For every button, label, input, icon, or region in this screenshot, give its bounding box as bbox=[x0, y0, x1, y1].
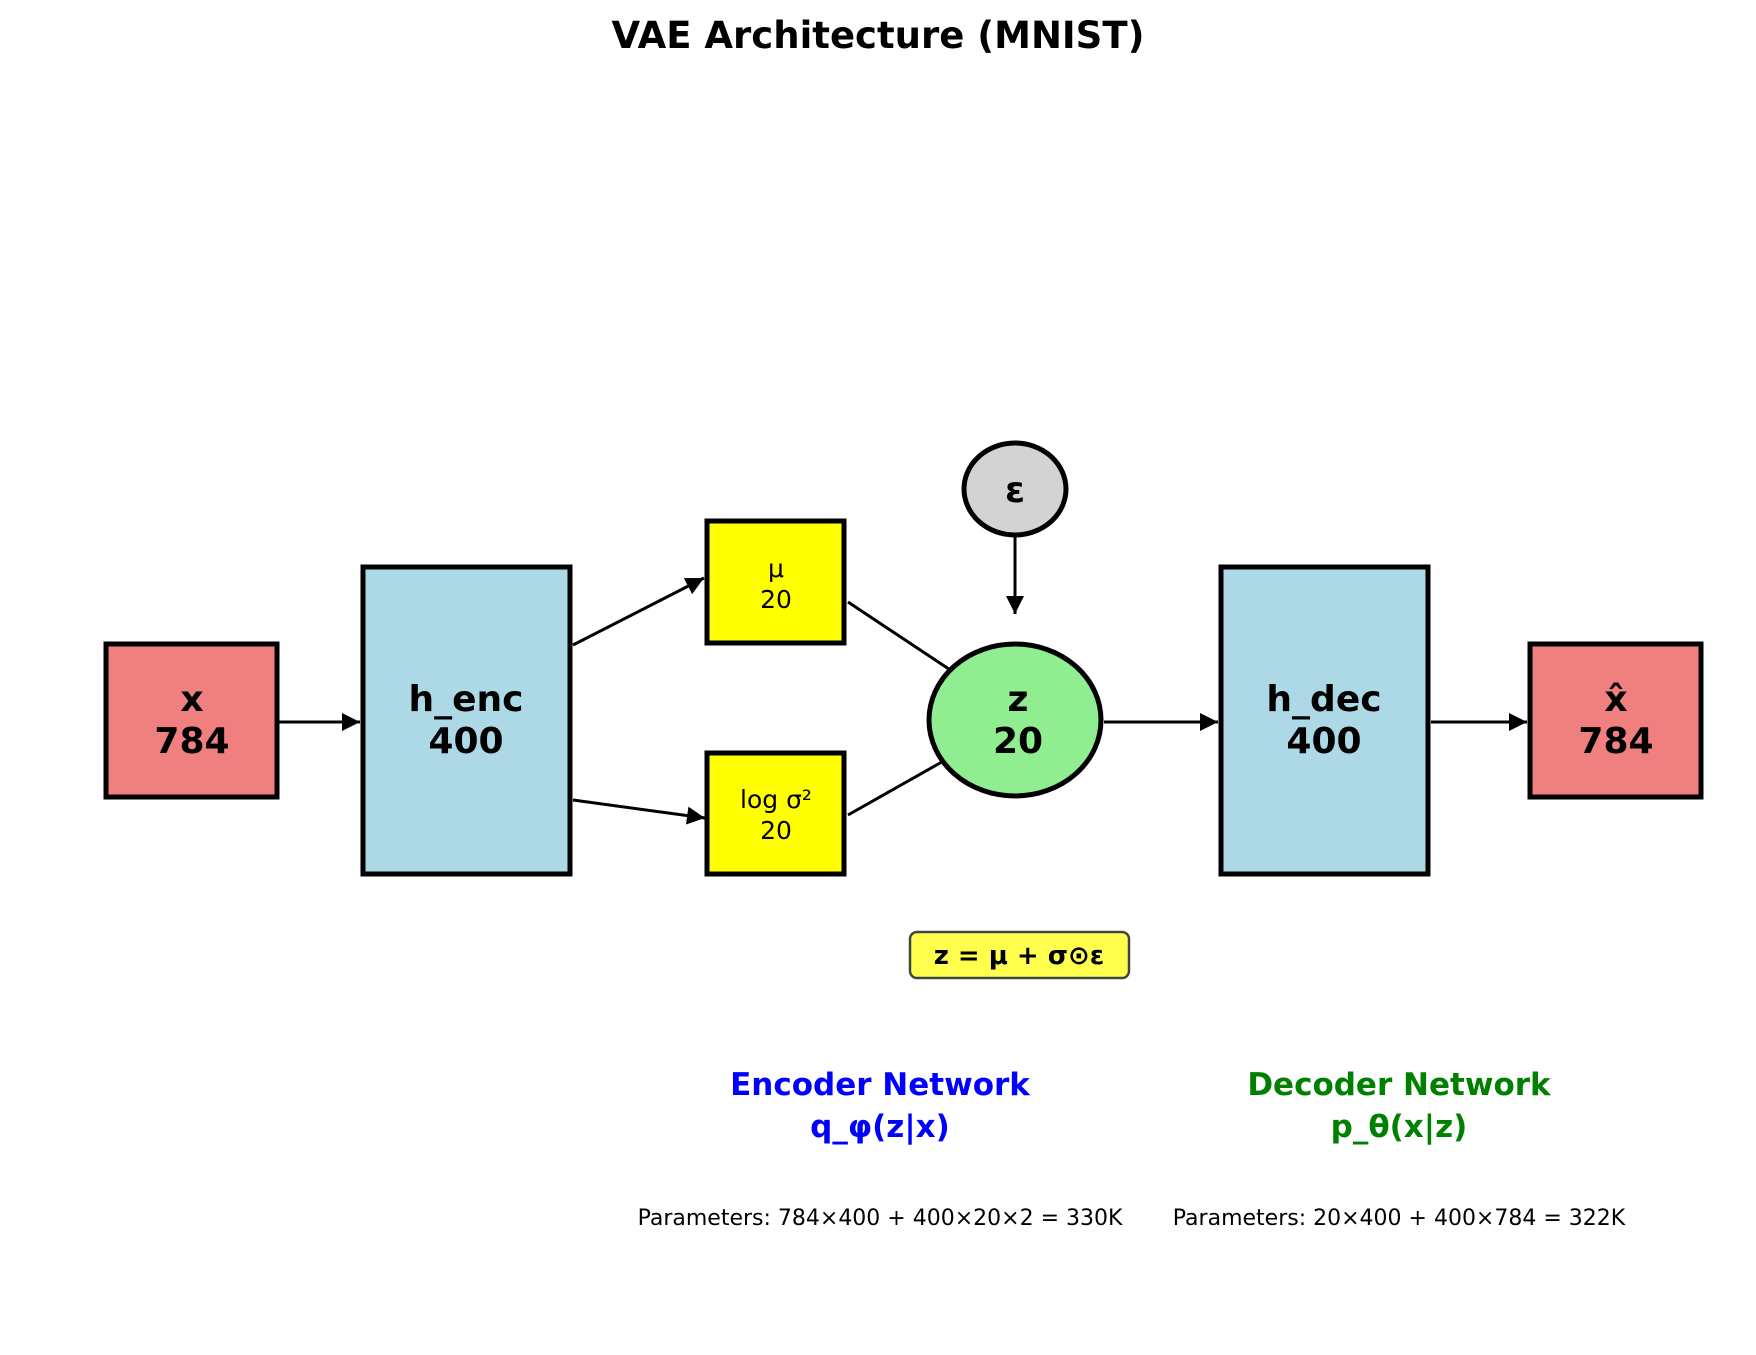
node-logvar-name: log σ² bbox=[740, 785, 812, 814]
node-h-enc-box bbox=[360, 564, 573, 877]
decoder-distribution: p_θ(x|z) bbox=[1331, 1109, 1468, 1145]
node-epsilon-circle bbox=[961, 440, 1069, 538]
node-mu-size: 20 bbox=[760, 585, 792, 614]
encoder-distribution: q_φ(z|x) bbox=[810, 1109, 950, 1145]
node-x-hat-size: 784 bbox=[1578, 721, 1653, 762]
node-mu-box bbox=[704, 518, 847, 646]
node-x-box bbox=[103, 641, 280, 800]
edge-h-enc-to-mu bbox=[572, 576, 705, 647]
encoder-title: Encoder Network bbox=[730, 1067, 1031, 1103]
node-h-enc: h_enc 400 bbox=[360, 564, 573, 877]
decoder-title: Decoder Network bbox=[1247, 1067, 1552, 1103]
decoder-label: Decoder Network p_θ(x|z) Parameters: 20×… bbox=[1173, 1067, 1626, 1231]
node-logvar: log σ² 20 bbox=[704, 750, 847, 877]
node-z-circle bbox=[926, 641, 1104, 799]
encoder-params: Parameters: 784×400 + 400×20×2 = 330K bbox=[638, 1206, 1123, 1231]
node-h-dec-size: 400 bbox=[1286, 721, 1361, 762]
node-z: z 20 bbox=[926, 641, 1104, 799]
formula-text: z = μ + σ⊙ε bbox=[934, 941, 1105, 971]
node-mu: μ 20 bbox=[704, 518, 847, 646]
encoder-label: Encoder Network q_φ(z|x) Parameters: 784… bbox=[638, 1067, 1123, 1231]
node-logvar-size: 20 bbox=[760, 816, 792, 845]
node-z-size: 20 bbox=[993, 721, 1043, 762]
node-z-name: z bbox=[1008, 679, 1029, 720]
node-h-enc-size: 400 bbox=[428, 721, 503, 762]
diagram-title: VAE Architecture (MNIST) bbox=[612, 14, 1145, 57]
node-x-hat-name: x̂ bbox=[1604, 679, 1627, 720]
node-x: x 784 bbox=[103, 641, 280, 800]
node-epsilon: ε bbox=[961, 440, 1069, 538]
node-logvar-box bbox=[704, 750, 847, 877]
formula-box bbox=[908, 930, 1131, 980]
node-h-dec: h_dec 400 bbox=[1218, 564, 1431, 877]
node-h-dec-name: h_dec bbox=[1266, 679, 1381, 720]
node-x-name: x bbox=[180, 679, 203, 720]
decoder-params: Parameters: 20×400 + 400×784 = 322K bbox=[1173, 1206, 1626, 1231]
node-x-hat: x̂ 784 bbox=[1527, 641, 1704, 800]
node-mu-name: μ bbox=[768, 554, 784, 583]
node-x-hat-box bbox=[1527, 641, 1704, 800]
node-h-dec-box bbox=[1218, 564, 1431, 877]
node-epsilon-name: ε bbox=[1005, 470, 1025, 511]
reparam-formula: z = μ + σ⊙ε bbox=[908, 930, 1131, 980]
edge-h-enc-to-logvar bbox=[572, 798, 706, 825]
node-x-size: 784 bbox=[154, 721, 229, 762]
node-h-enc-name: h_enc bbox=[408, 679, 523, 720]
